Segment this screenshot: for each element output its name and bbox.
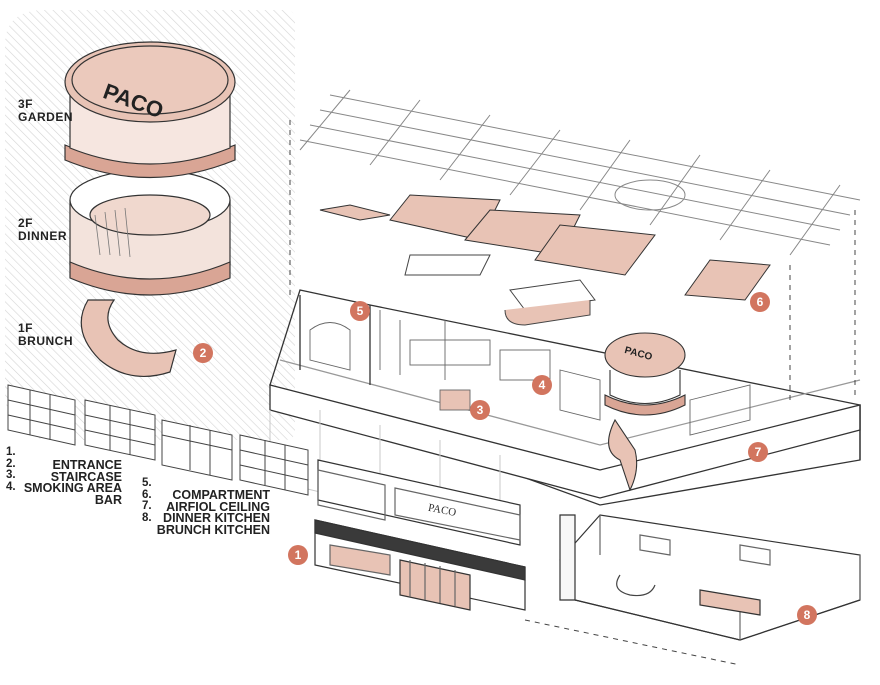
legend-item-smoking-area: SMOKING AREA <box>23 481 122 495</box>
airfoil-panel <box>319 204 391 221</box>
roof-grid <box>299 89 861 256</box>
legend-item-staircase: STAIRCASE <box>50 469 122 484</box>
airfoil-panel <box>534 224 656 276</box>
legend-item-dinner-kitchen: DINNER KITCHEN <box>163 511 270 525</box>
floor-level-1f: 1F <box>18 321 34 335</box>
bar-rack <box>404 254 596 326</box>
airfoil-panel <box>684 259 771 301</box>
floor-name-1f: BRUNCH <box>18 334 73 348</box>
staircase-tower <box>64 41 236 378</box>
marker-4: 4 <box>532 375 552 395</box>
stair-steps <box>94 207 131 258</box>
marker-7: 7 <box>748 442 768 462</box>
spiral-ribbon-lower <box>80 299 177 378</box>
marker-5: 5 <box>350 301 370 321</box>
legend-number: 4. <box>6 480 16 493</box>
floor-label-1f: 1F BRUNCH <box>18 322 73 348</box>
paco-sign: PACO <box>427 502 457 519</box>
airfoil-panels <box>319 194 771 301</box>
floor-1f-brunch-box <box>559 514 861 641</box>
legend-number: 6. <box>142 488 152 501</box>
legend-number: 2. <box>6 457 16 470</box>
floor-name-3f: GARDEN <box>18 110 74 124</box>
legend-left-numbers: 1. 2. 3. 4. <box>6 446 16 493</box>
legend-number: 5. <box>142 477 152 489</box>
legend-right-numbers: 5. 6. 7. 8. <box>142 477 152 524</box>
legend-left-items: ENTRANCE STAIRCASE SMOKING AREA BAR <box>23 458 122 507</box>
facade-elevations <box>7 384 309 496</box>
floor-level-2f: 2F <box>18 216 34 230</box>
legend-item-airfoil-ceiling: AIRFIOL CEILING <box>166 499 270 514</box>
legend-number: 1. <box>6 446 16 458</box>
floor-2f-interior <box>309 310 751 436</box>
legend-item-bar: BAR <box>94 492 122 507</box>
marker-8: 8 <box>797 605 817 625</box>
floor-level-3f: 3F <box>18 97 34 111</box>
airfoil-panel <box>389 194 501 241</box>
legend-number: 8. <box>142 511 152 524</box>
marker-3: 3 <box>470 400 490 420</box>
floor-name-2f: DINNER <box>18 229 68 243</box>
legend-right-items: COMPARTMENT AIRFIOL CEILING DINNER KITCH… <box>156 488 270 537</box>
floor-label-3f: 3F GARDEN <box>18 98 73 124</box>
marker-1: 1 <box>288 545 308 565</box>
ring-2f <box>69 261 231 296</box>
legend-number: 3. <box>6 469 16 481</box>
guide-lines <box>289 120 856 666</box>
legend-item-compartment: COMPARTMENT <box>172 488 270 502</box>
legend-item-brunch-kitchen: BRUNCH KITCHEN <box>156 522 270 537</box>
floor-label-2f: 2F DINNER <box>18 217 67 243</box>
entrance-facade <box>314 459 526 611</box>
floor-2f-drum <box>604 332 686 492</box>
legend-item-entrance: ENTRANCE <box>52 458 122 472</box>
marker-2: 2 <box>193 343 213 363</box>
legend-number: 7. <box>142 500 152 512</box>
marker-6: 6 <box>750 292 770 312</box>
